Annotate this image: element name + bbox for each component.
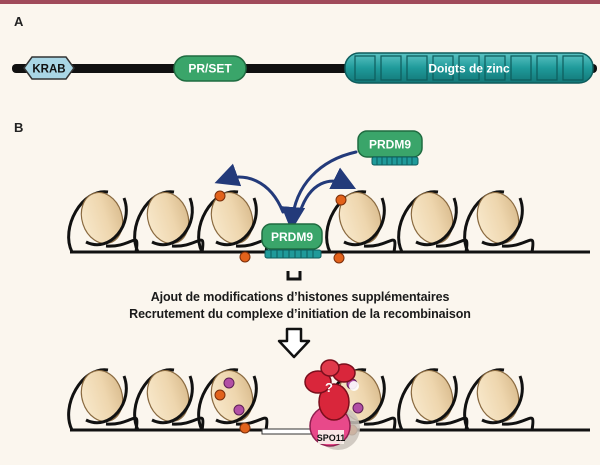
prdm9-bound-label: PRDM9	[271, 230, 313, 244]
nucleosome	[133, 190, 205, 253]
zinc-finger-domain: Doigts de zinc	[344, 52, 594, 84]
nucleosome	[197, 368, 269, 431]
prset-label: PR/SET	[188, 62, 232, 76]
top-rule	[0, 0, 600, 4]
krab-label: KRAB	[32, 64, 65, 76]
nucleosome	[67, 368, 139, 431]
chromatin-lower	[67, 368, 590, 432]
nucleosome	[397, 190, 469, 253]
zinc-label: Doigts de zinc	[428, 62, 510, 76]
caption-line-1: Ajout de modifications d’histones supplé…	[150, 290, 450, 304]
prdm9-free-label: PRDM9	[369, 138, 411, 152]
zinc-finger	[432, 55, 454, 81]
arrow-binding	[281, 150, 358, 231]
zinc-finger	[406, 55, 428, 81]
binding-arrows	[214, 150, 358, 231]
complex-question-mark: ?	[325, 380, 333, 395]
prdm9-free: PRDM9	[357, 130, 423, 166]
arrow-spread-left	[214, 163, 285, 214]
nucleosome	[197, 190, 269, 253]
protein-diagram: KRAB PR/SET Doigts de zinc	[12, 52, 597, 84]
panel-label-a: A	[14, 14, 24, 29]
zinc-finger	[380, 55, 402, 81]
histone-marks-upper	[214, 190, 347, 264]
nucleosome	[463, 368, 535, 431]
nucleosome	[397, 368, 469, 431]
zinc-finger	[536, 55, 558, 81]
prset-domain: PR/SET	[173, 55, 247, 82]
zinc-finger	[484, 55, 506, 81]
caption-line-2: Recrutement du complexe d’initiation de …	[129, 307, 471, 321]
panel-label-b: B	[14, 120, 24, 135]
prdm9-bound: PRDM9	[261, 223, 323, 259]
chromatin-upper	[67, 190, 590, 254]
down-arrow	[277, 327, 311, 359]
zinc-finger	[458, 55, 480, 81]
zinc-finger	[510, 55, 532, 81]
zinc-finger	[354, 55, 376, 81]
initiation-complex: ? SPO11	[304, 359, 360, 450]
krab-domain: KRAB	[23, 56, 75, 80]
zinc-finger	[562, 55, 584, 81]
nucleosome	[325, 190, 397, 253]
spo11-label: SPO11	[317, 433, 346, 443]
zinc-finger-segments	[354, 55, 584, 81]
nucleosome	[463, 190, 535, 253]
bracket-arrow	[286, 271, 302, 281]
nucleosome	[67, 190, 139, 253]
nucleosome	[133, 368, 205, 431]
arrow-spread-right	[298, 167, 357, 214]
